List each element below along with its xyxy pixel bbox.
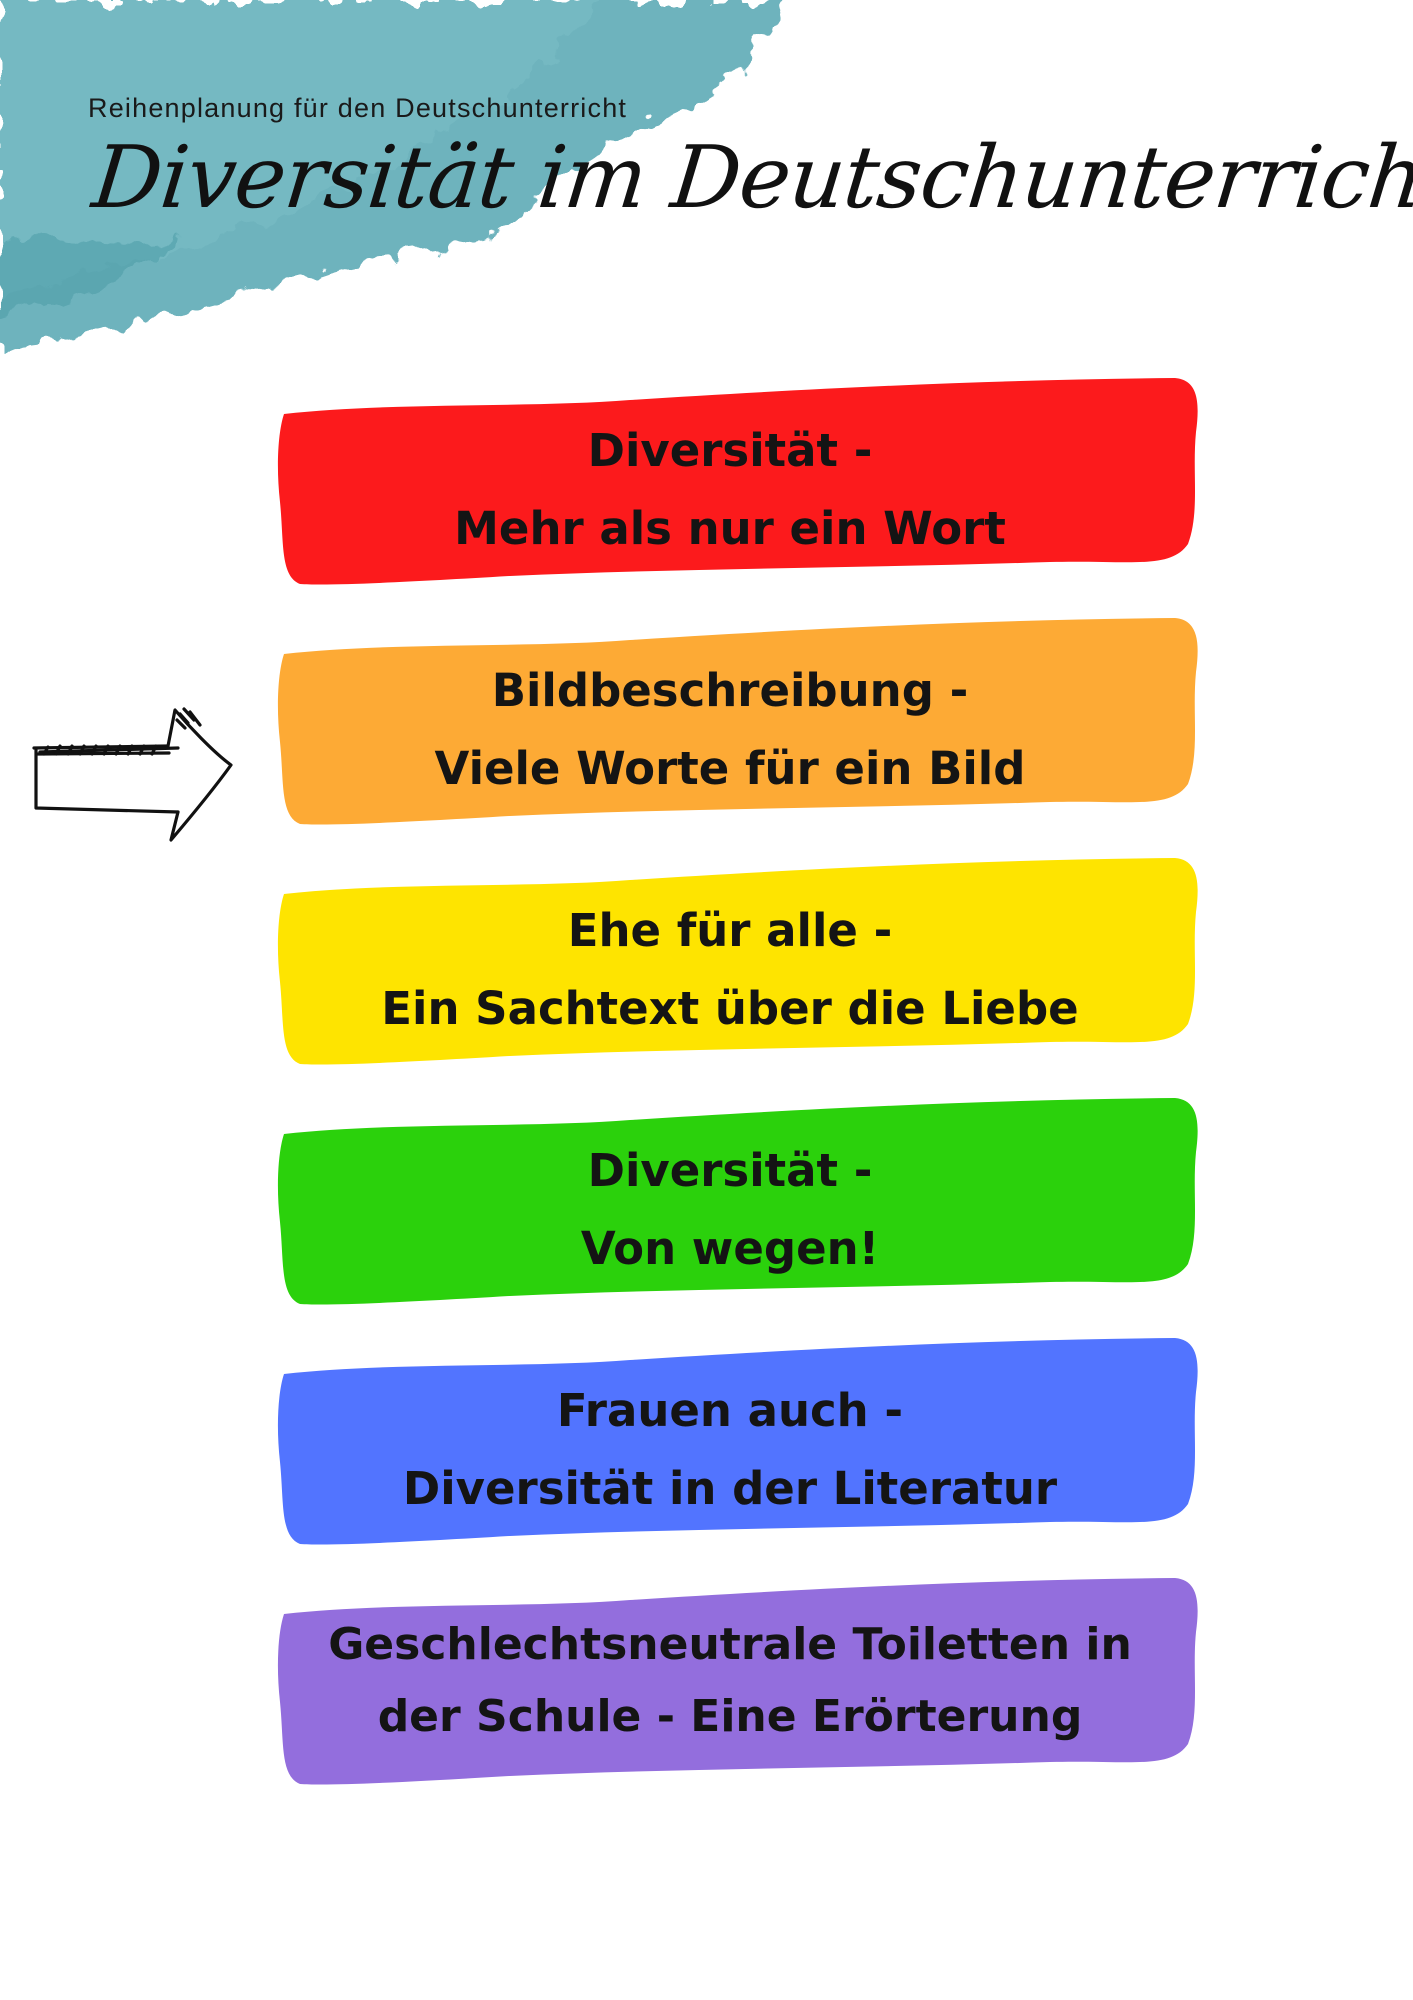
lesson-4-brush-stroke xyxy=(277,1098,1198,1305)
lesson-1-subtitle: Mehr als nur ein Wort xyxy=(454,501,1006,555)
lesson-5-subtitle: Diversität in der Literatur xyxy=(402,1461,1058,1515)
lesson-3-band: Ehe für alle - Ein Sachtext über die Lie… xyxy=(270,852,1210,1087)
lesson-2-brush-stroke xyxy=(277,618,1198,825)
lesson-5-title: Frauen auch - xyxy=(556,1383,904,1437)
lesson-1-band: Diversität - Mehr als nur ein Wort xyxy=(270,372,1210,607)
lesson-3-title: Ehe für alle - xyxy=(567,903,893,957)
lesson-3-brush-stroke xyxy=(277,858,1198,1065)
lesson-1-brush-stroke xyxy=(277,378,1198,585)
watercolor-splash xyxy=(0,0,790,350)
lesson-6-title: Geschlechtsneutrale Toiletten in xyxy=(328,1618,1132,1670)
lesson-4-subtitle: Von wegen! xyxy=(580,1221,880,1275)
arrow-right-icon xyxy=(32,707,233,842)
lesson-2-title: Bildbeschreibung - xyxy=(491,663,969,717)
series-subtitle: Reihenplanung für den Deutschunterricht xyxy=(88,93,628,123)
lesson-5-brush-stroke xyxy=(277,1338,1198,1545)
page-title: Diversität im Deutschunterricht xyxy=(88,128,1413,228)
lesson-1-title: Diversität - xyxy=(587,423,873,477)
lesson-4-band: Diversität - Von wegen! xyxy=(270,1092,1210,1327)
lesson-4-title: Diversität - xyxy=(587,1143,873,1197)
lesson-6-subtitle: der Schule - Eine Erörterung xyxy=(377,1690,1083,1742)
lesson-2-band: Bildbeschreibung - Viele Worte für ein B… xyxy=(270,612,1210,847)
lesson-6-band: Geschlechtsneutrale Toiletten in der Sch… xyxy=(270,1572,1210,1807)
lesson-3-subtitle: Ein Sachtext über die Liebe xyxy=(381,981,1079,1035)
lesson-5-band: Frauen auch - Diversität in der Literatu… xyxy=(270,1332,1210,1567)
lesson-6-brush-stroke xyxy=(277,1578,1198,1785)
lesson-2-subtitle: Viele Worte für ein Bild xyxy=(434,741,1026,795)
